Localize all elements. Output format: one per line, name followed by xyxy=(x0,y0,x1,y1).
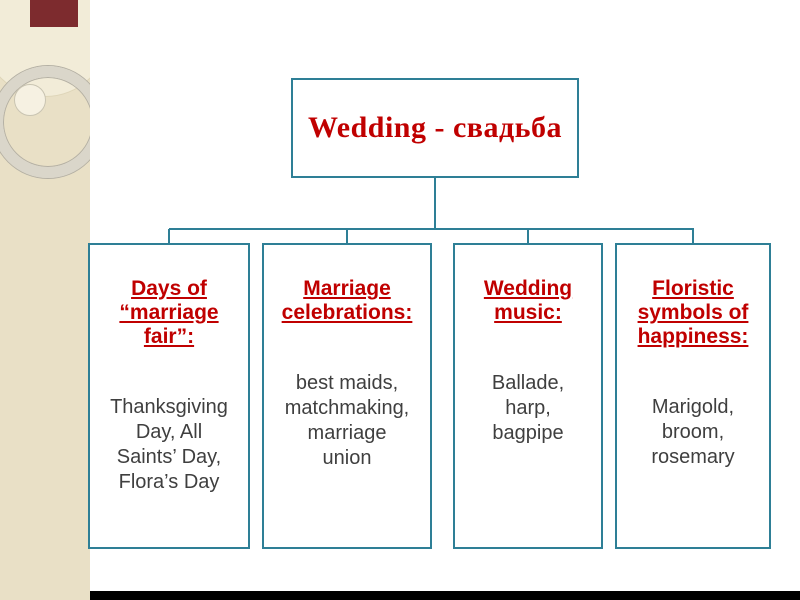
decorative-ring xyxy=(0,66,90,178)
branch-node-wedding-music: Wedding music: Ballade, harp, bagpipe xyxy=(453,243,603,549)
branch-heading: Days of “marriage fair”: xyxy=(119,277,219,349)
branch-heading: Wedding music: xyxy=(483,277,573,325)
branch-body: best maids, matchmaking, marriage union xyxy=(284,372,410,470)
branch-node-days-of-marriage-fair: Days of “marriage fair”: Thanksgiving Da… xyxy=(88,243,250,549)
branch-heading: Marriage celebrations: xyxy=(281,277,413,325)
branch-heading: Floristic symbols of happiness: xyxy=(637,277,749,349)
branch-body: Thanksgiving Day, All Saints’ Day, Flora… xyxy=(110,396,228,494)
accent-tab xyxy=(30,0,78,27)
branch-node-marriage-celebrations: Marriage celebrations: best maids, match… xyxy=(262,243,432,549)
connector-stub-2 xyxy=(346,229,348,244)
branch-body: Marigold, broom, rosemary xyxy=(651,396,735,469)
connector-horizontal xyxy=(169,228,694,230)
connector-stub-4 xyxy=(692,229,694,244)
root-node-label: Wedding - свадьба xyxy=(307,111,563,144)
branch-body: Ballade, harp, bagpipe xyxy=(491,372,565,445)
connector-stub-1 xyxy=(168,229,170,244)
connector-stub-3 xyxy=(527,229,529,244)
branch-node-floristic-symbols: Floristic symbols of happiness: Marigold… xyxy=(615,243,771,549)
decorative-circle-small xyxy=(14,84,46,116)
root-node: Wedding - свадьба xyxy=(291,78,579,178)
bottom-bar xyxy=(90,591,800,600)
sidebar-decoration xyxy=(0,0,90,600)
connector-vertical-main xyxy=(434,178,436,229)
